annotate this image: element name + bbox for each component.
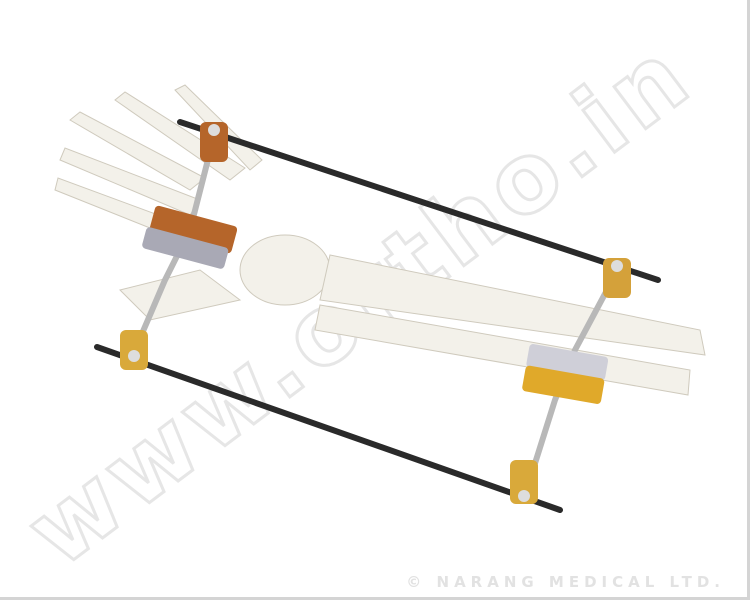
- main-rods: [94, 119, 661, 513]
- clamp-top-right: [603, 258, 631, 298]
- clamp-top-left: [200, 122, 228, 162]
- pin-clamp-hand: [142, 205, 238, 269]
- clamps: [120, 122, 631, 504]
- bottom-rod: [94, 344, 563, 513]
- clamp-bottom-left: [120, 330, 148, 370]
- copyright-notice: © NARANG MEDICAL LTD.: [406, 573, 725, 591]
- top-rod: [177, 119, 661, 283]
- pin-clamp-forearm: [522, 344, 609, 404]
- clamp-bottom-right: [510, 460, 538, 504]
